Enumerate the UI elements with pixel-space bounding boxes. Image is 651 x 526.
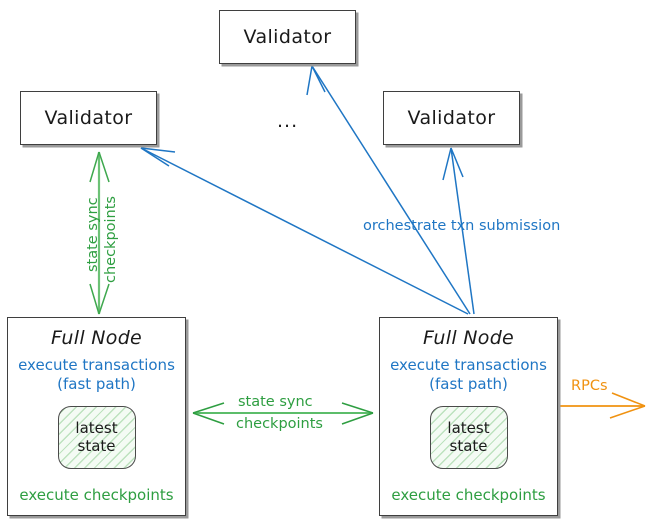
state-sync-vertical-label-line2: checkpoints (103, 196, 119, 283)
fullnode-right-execute-line2: (fast path) (429, 374, 508, 393)
validator-left-label: Validator (44, 107, 133, 129)
validator-node-left[interactable]: Validator (20, 91, 157, 145)
fullnode-left-title: Full Node (50, 327, 143, 349)
fullnode-right-execute: execute transactions (fast path) (380, 356, 557, 394)
validator-top-label: Validator (243, 26, 332, 48)
fullnode-right-state-line2: state (449, 436, 488, 455)
rpcs-label: RPCs (571, 378, 608, 394)
fullnode-left-checkpoints: execute checkpoints (19, 486, 174, 504)
validator-node-top[interactable]: Validator (219, 10, 356, 64)
state-sync-vertical-label-line1: state sync (85, 197, 101, 272)
state-sync-horizontal-label-line1: state sync (238, 394, 313, 410)
orchestrate-txn-submission-label: orchestrate txn submission (363, 218, 561, 234)
fullnode-left-state-line2: state (77, 436, 116, 455)
fullnode-left-latest-state[interactable]: latest state (57, 406, 136, 469)
fullnode-left-execute: execute transactions (fast path) (8, 356, 185, 394)
fullnode-right[interactable]: Full Node execute transactions (fast pat… (379, 317, 558, 516)
fullnode-right-latest-state[interactable]: latest state (429, 406, 508, 469)
fullnode-right-execute-line1: execute transactions (390, 356, 547, 374)
fullnode-left-state-line1: latest (75, 419, 118, 438)
fullnode-right-state-line1: latest (447, 419, 490, 438)
ellipsis-label: ... (277, 110, 299, 132)
validator-right-label: Validator (407, 107, 496, 129)
fullnode-left[interactable]: Full Node execute transactions (fast pat… (7, 317, 186, 516)
fullnode-left-execute-line1: execute transactions (18, 356, 175, 374)
edge-rpcs-out (560, 392, 646, 419)
fullnode-right-title: Full Node (422, 327, 515, 349)
state-sync-horizontal-label-line2: checkpoints (236, 416, 323, 432)
validator-node-right[interactable]: Validator (383, 91, 520, 145)
fullnode-left-execute-line2: (fast path) (57, 374, 136, 393)
fullnode-right-checkpoints: execute checkpoints (391, 486, 546, 504)
